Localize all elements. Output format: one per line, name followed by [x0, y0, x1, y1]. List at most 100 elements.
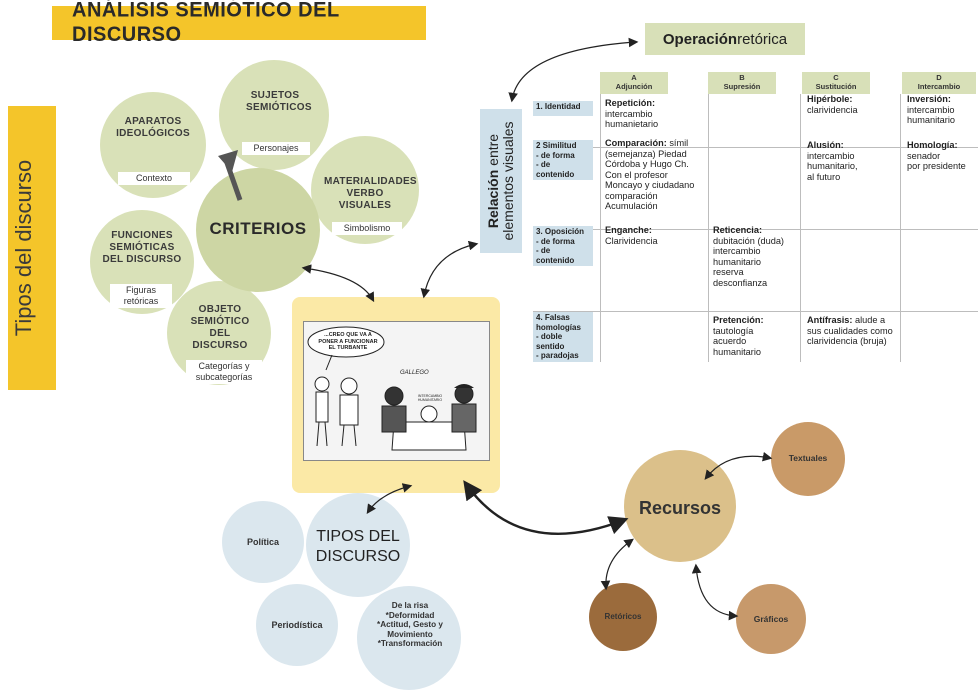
table-vline-1 [600, 94, 601, 362]
table-vline-3 [800, 94, 801, 362]
cell-r2-a-term: Comparación: [605, 138, 667, 148]
cell-r1-c-text: clarividencia [807, 104, 858, 115]
tipo-periodistica [256, 584, 338, 666]
tipo-periodistica-label: Periodística [271, 620, 323, 630]
recurso-retoricos [589, 583, 657, 651]
criteria-pointer-arrow [218, 150, 243, 201]
cell-r4-c-term: Antífrasis: [807, 315, 853, 325]
cell-r1-d: Inversión:intercambio humanitario [907, 94, 977, 126]
criterios-label: CRITERIOS [209, 219, 307, 238]
cell-r4-b: Pretención:tautología acuerdo humanitari… [713, 315, 803, 357]
row-header-2: 2 Similitud - de forma - de contenido [533, 140, 593, 180]
criteria-sujetos-tag: Personajes [242, 142, 310, 155]
row-header-1: 1. Identidad [533, 101, 593, 116]
cartoon-drawing [304, 322, 489, 460]
tipo-politica-label: Política [246, 537, 279, 547]
col-d-letter: D [936, 73, 942, 82]
cell-r4-b-term: Pretención: [713, 315, 764, 325]
criteria-funciones-title: FUNCIONES SEMIÓTICAS DEL DISCURSO [102, 230, 182, 265]
cell-r2-a-text: (semejanza) Piedad Córdoba y Hugo Ch. Co… [605, 148, 695, 212]
recurso-textuales-label: Textuales [788, 453, 828, 463]
relation-box [480, 109, 522, 253]
cell-r4-b-text: tautología acuerdo humanitario [713, 325, 762, 357]
cell-r1-c: Hipérbole:clarividencia [807, 94, 897, 115]
cartoon-bubble-text: ...CREO QUE VA A PONER A FUNCIONAR EL TU… [318, 332, 378, 351]
table-vline-2 [708, 94, 709, 362]
cartoon-image: ...CREO QUE VA A PONER A FUNCIONAR EL TU… [303, 321, 490, 461]
cell-r2-d-text: senador por presidente [907, 150, 966, 172]
recurso-retoricos-label: Retóricos [604, 612, 642, 621]
arrow-recursos-retoricos [600, 538, 634, 591]
cell-r1-c-term: Hipérbole: [807, 94, 853, 104]
recurso-graficos-label: Gráficos [753, 614, 789, 624]
cell-r1-a-term: Repetición: [605, 98, 656, 108]
recurso-graficos [736, 584, 806, 654]
table-hline-3 [533, 311, 978, 312]
cell-r2-c-term: Alusión: [807, 140, 844, 150]
criteria-sujetos-title: SUJETOS SEMIÓTICOS [246, 90, 312, 113]
recursos-center-label: Recursos [638, 498, 722, 518]
cell-r1-d-term: Inversión: [907, 94, 951, 104]
criteria-materialidades-title: MATERIALIDADES VERBO VISUALES [324, 176, 417, 211]
operation-rest: retórica [737, 30, 788, 48]
arrow-recursos-textuales [704, 451, 773, 480]
arrow-cartoon-relation [420, 240, 479, 299]
table-hline-2 [533, 229, 978, 230]
arrow-cartoon-recursos [463, 480, 629, 535]
cell-r2-c-text: intercambio humanitario, al futuro [807, 150, 858, 182]
cell-r3-b: Reticencia:dubitación (duda) intercambio… [713, 225, 803, 288]
cell-r3-b-term: Reticencia: [713, 225, 763, 235]
tipos-center-label: TIPOS DEL DISCURSO [315, 528, 401, 565]
title-banner: ANÁLISIS SEMIÓTICO DEL DISCURSO [52, 0, 426, 46]
cell-r3-b-text: dubitación (duda) intercambio humanitari… [713, 235, 784, 288]
cell-r3-a-text: Clarividencia [605, 235, 658, 246]
cartoon-signature: GALLEGO [400, 370, 429, 376]
cell-r2-d: Homología:senador por presidente [907, 140, 977, 172]
criteria-aparatos-tag: Contexto [118, 172, 190, 185]
criteria-materialidades-tag: Simbolismo [332, 222, 402, 235]
row-header-3: 3. Oposición - de forma - de contenido [533, 226, 593, 266]
criteria-funciones-tag: Figuras retóricas [110, 284, 172, 308]
row-header-4: 4. Falsas homologías - doble sentido - p… [533, 312, 593, 362]
cell-r2-a: Comparación: símil(semejanza) Piedad Cór… [605, 138, 709, 212]
col-c-name: Sustitución [815, 82, 857, 91]
criterios-center-circle [196, 168, 320, 292]
criteria-aparatos-title: APARATOS IDEOLÓGICOS [116, 116, 190, 139]
cartoon-ball-label: INTERCAMBIO HUMANITARIO [417, 394, 443, 402]
tipo-politica [222, 501, 304, 583]
cell-r1-a-text: intercambio humanietario [605, 108, 659, 130]
criteria-objeto-title: OBJETO SEMIÓTICO DEL DISCURSO [190, 304, 250, 351]
table-hline-1 [533, 147, 978, 148]
cell-r3-a-term: Enganche: [605, 225, 652, 235]
cell-r3-a: Enganche:Clarividencia [605, 225, 705, 246]
cell-r4-c-inline: alude a [852, 315, 886, 325]
col-c-letter: C [833, 73, 839, 82]
col-b-letter: B [739, 73, 745, 82]
tipo-risa [357, 586, 461, 690]
table-vline-4 [900, 94, 901, 362]
cell-r2-d-term: Homología: [907, 140, 958, 150]
cell-r1-d-text: intercambio humanitario [907, 104, 956, 126]
operation-header: Operación retórica [645, 23, 805, 55]
cell-r1-a: Repetición:intercambio humanietario [605, 98, 705, 130]
arrow-recursos-graficos [691, 563, 739, 621]
recurso-textuales [771, 422, 845, 496]
col-d-name: Intercambio [917, 82, 961, 91]
arrow-criterios-cartoon [301, 264, 375, 303]
page-title: ANÁLISIS SEMIÓTICO DEL DISCURSO [72, 0, 340, 47]
cell-r4-c-text: sus cualidades como clarividencia (bruja… [807, 325, 893, 347]
arrow-relation-operation [508, 37, 639, 103]
side-banner [8, 106, 56, 390]
criteria-objeto-tag: Categorías y subcategorías [186, 360, 262, 384]
col-b-name: Supresión [723, 82, 761, 91]
arrow-cartoon-tipos [366, 483, 413, 514]
cell-r2-c: Alusión:intercambio humanitario, al futu… [807, 140, 897, 182]
operation-bold: Operación [662, 30, 738, 48]
cell-r2-a-inline: símil [666, 138, 689, 148]
tipo-risa-label: De la risa *Deformidad *Actitud, Gesto y… [377, 601, 443, 649]
